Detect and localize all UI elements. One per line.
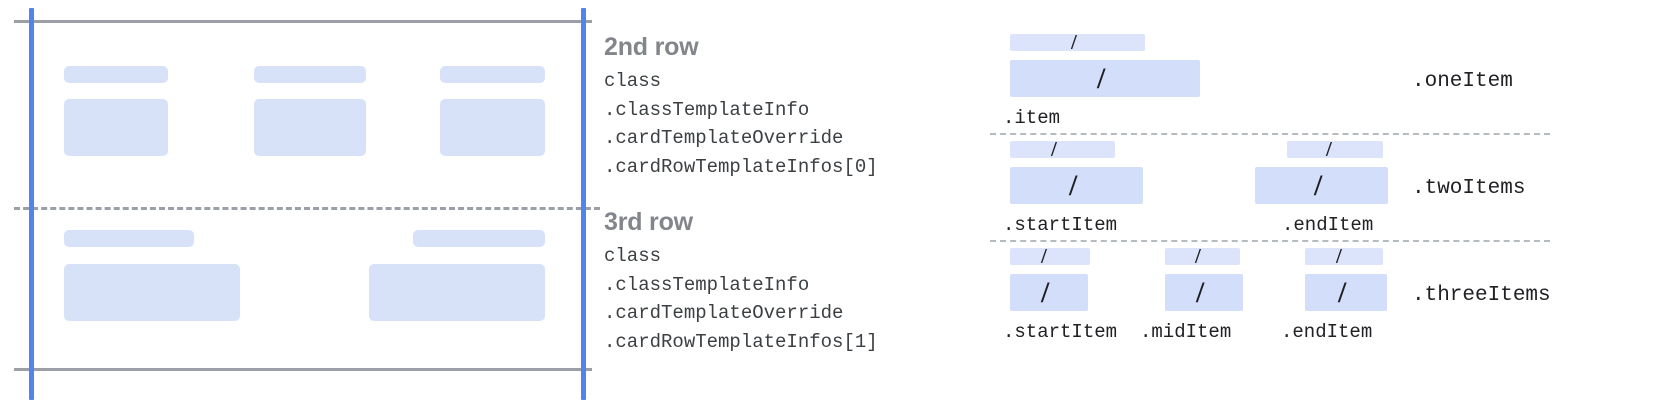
annotation-code-line: .cardRowTemplateInfos[1] <box>604 330 878 353</box>
item-title-bar <box>1010 248 1090 265</box>
placeholder-label-bar <box>413 230 545 247</box>
item-slash-glyph: / <box>1071 30 1077 54</box>
item-content-bar <box>1010 274 1088 311</box>
annotation-code-line: .classTemplateInfo <box>604 273 810 296</box>
item-content-bar <box>1010 60 1200 97</box>
placeholder-body-bar <box>440 99 545 156</box>
variant-separator <box>990 240 1550 242</box>
item-slash-glyph: / <box>1041 244 1047 268</box>
annotation-3rd-row: 3rd row class .classTemplateInfo .cardTe… <box>604 205 878 356</box>
item-content-bar <box>1010 167 1143 204</box>
annotation-heading: 2nd row <box>604 33 699 61</box>
annotation-code-line: .cardTemplateOverride <box>604 302 844 324</box>
annotation-code-line: .cardRowTemplateInfos[0] <box>604 155 878 178</box>
item-title-bar <box>1010 141 1115 158</box>
row-boundary-middle-dashed <box>14 207 600 210</box>
annotation-heading: 3rd row <box>604 208 693 236</box>
guide-line-left <box>29 8 34 400</box>
item-content-bar <box>1305 274 1387 311</box>
placeholder-label-bar <box>254 66 366 83</box>
item-slash-glyph: / <box>1326 137 1332 161</box>
item-title-bar <box>1305 248 1383 265</box>
annotation-code-line: .cardTemplateOverride <box>604 127 844 149</box>
variant-class-label: .oneItem <box>1412 70 1513 93</box>
card-row-diagram <box>0 0 600 412</box>
item-slash-glyph: / <box>1041 276 1050 309</box>
placeholder-label-bar <box>64 230 194 247</box>
item-class-label: .item <box>1003 107 1061 129</box>
item-title-bar <box>1010 34 1145 51</box>
placeholder-body-bar <box>254 99 366 156</box>
item-slash-glyph: / <box>1195 244 1201 268</box>
placeholder-body-bar <box>369 264 545 321</box>
placeholder-body-bar <box>64 264 240 321</box>
item-class-label: .startItem <box>1003 214 1118 236</box>
row-template-variants: / / .item .oneItem / / .startItem / / .e… <box>985 0 1676 412</box>
item-class-label: .midItem <box>1140 321 1232 343</box>
item-slash-glyph: / <box>1069 169 1078 202</box>
item-title-bar <box>1165 248 1240 265</box>
variant-class-label: .threeItems <box>1412 284 1551 307</box>
item-slash-glyph: / <box>1196 276 1205 309</box>
item-slash-glyph: / <box>1051 137 1057 161</box>
annotation-code-line: .classTemplateInfo <box>604 98 810 121</box>
variant-separator <box>990 133 1550 135</box>
row-boundary-top <box>14 20 592 23</box>
item-class-label: .startItem <box>1003 321 1118 343</box>
item-slash-glyph: / <box>1336 244 1342 268</box>
item-class-label: .endItem <box>1282 214 1374 236</box>
placeholder-label-bar <box>440 66 545 83</box>
row-boundary-bottom <box>14 368 592 371</box>
item-class-label: .endItem <box>1281 321 1373 343</box>
item-content-bar <box>1165 274 1243 311</box>
annotation-2nd-row: 2nd row class .classTemplateInfo .cardTe… <box>604 30 878 181</box>
item-content-bar <box>1255 167 1388 204</box>
placeholder-label-bar <box>64 66 168 83</box>
annotation-code-line: class <box>604 70 662 92</box>
item-slash-glyph: / <box>1097 62 1106 95</box>
item-slash-glyph: / <box>1338 276 1347 309</box>
item-title-bar <box>1287 141 1383 158</box>
variant-class-label: .twoItems <box>1412 177 1526 200</box>
annotation-code-line: class <box>604 245 662 267</box>
placeholder-body-bar <box>64 99 168 156</box>
guide-line-right <box>581 8 586 400</box>
item-slash-glyph: / <box>1314 169 1323 202</box>
